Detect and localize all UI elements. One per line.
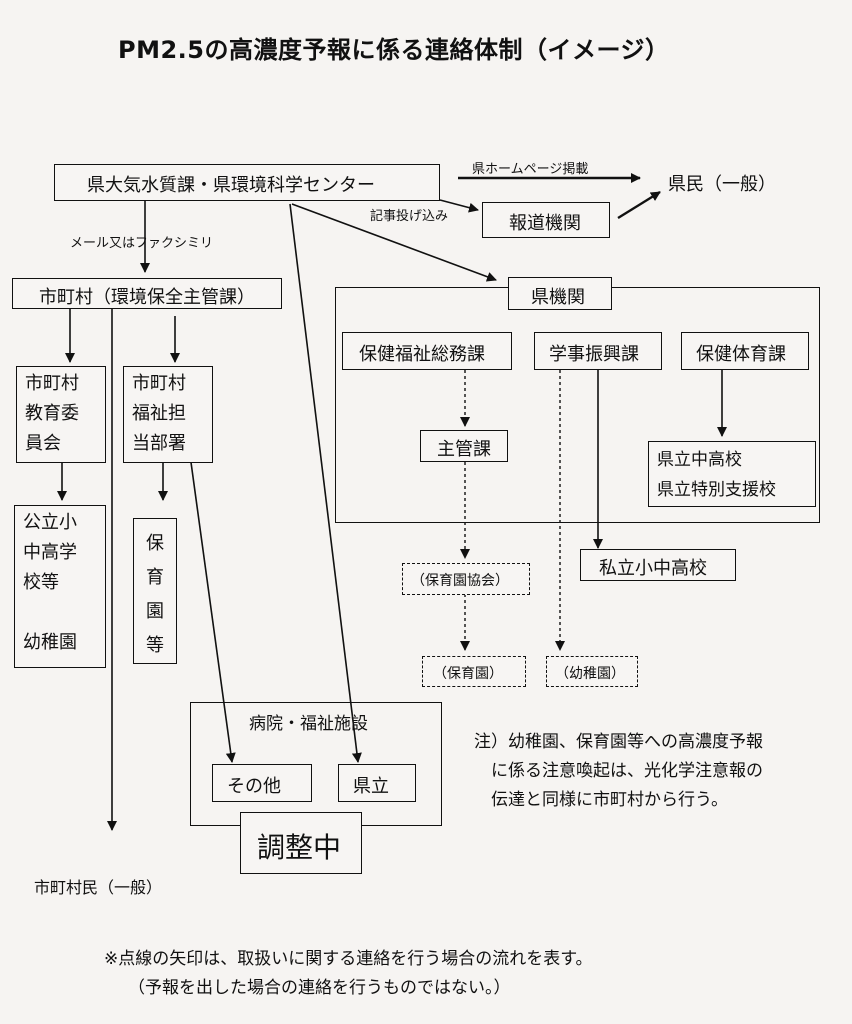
arrow-dept-prefectural: [289, 203, 362, 763]
prefectural-box: 県立: [338, 764, 416, 802]
citizens-general: 県民（一般）: [668, 174, 776, 195]
arrow-dept-agencies: [291, 203, 497, 282]
muni-welfare-box: 市町村 福祉担 当部署: [123, 366, 213, 463]
kindergarten-box: （幼稚園）: [546, 656, 638, 687]
nursery-label: （保育園）: [433, 666, 503, 682]
nursery-etc-box: 保 育 園 等: [133, 518, 177, 664]
health-welfare-box: 保健福祉総務課: [342, 332, 512, 370]
page-title: PM2.5の高濃度予報に係る連絡体制（イメージ）: [118, 36, 670, 64]
private-schools-label: 私立小中高校: [599, 558, 707, 579]
school-promotion-label: 学事振興課: [549, 344, 639, 365]
press-label: 報道機関: [509, 213, 581, 234]
competent-section-box: 主管課: [420, 430, 508, 462]
competent-section-label: 主管課: [437, 439, 491, 460]
edge-label-homepage: 県ホームページ掲載: [472, 162, 589, 177]
health-pe-label: 保健体育課: [696, 344, 786, 365]
adjusting-label: 調整中: [257, 831, 342, 864]
kindergarten-label: （幼稚園）: [555, 666, 625, 682]
edge-label-mail-fax: メール又はファクシミリ: [70, 236, 214, 251]
arrow-welfare-other: [189, 454, 236, 763]
arrow-dept-press: [439, 199, 479, 213]
pref-schools-label: 県立中高校 県立特別支援校: [657, 450, 776, 500]
prefectural-label: 県立: [353, 776, 389, 797]
prefecture-dept-label: 県大気水質課・県環境科学センター: [87, 175, 375, 196]
nursery-assoc-label: （保育園協会）: [411, 573, 509, 589]
muni-edu-board-box: 市町村 教育委 員会: [16, 366, 106, 463]
nursery-box: （保育園）: [422, 656, 526, 687]
press-box: 報道機関: [482, 202, 610, 238]
nursery-assoc-box: （保育園協会）: [402, 563, 530, 595]
pref-agencies-label: 県機関: [531, 287, 585, 308]
muni-welfare-label: 市町村 福祉担 当部署: [132, 373, 186, 454]
municipality-box: 市町村（環境保全主管課）: [12, 278, 282, 309]
footnote-2: （予報を出した場合の連絡を行うものではない。）: [128, 978, 511, 998]
health-welfare-label: 保健福祉総務課: [359, 344, 485, 365]
pref-schools-box: 県立中高校 県立特別支援校: [648, 441, 816, 507]
prefecture-dept-box: 県大気水質課・県環境科学センター: [54, 164, 440, 201]
private-schools-box: 私立小中高校: [580, 549, 736, 581]
health-pe-box: 保健体育課: [681, 332, 809, 370]
nursery-etc-label: 保 育 園 等: [146, 533, 164, 656]
municipality-label: 市町村（環境保全主管課）: [39, 287, 255, 308]
public-schools-box: 公立小 中高学 校等 幼稚園: [14, 505, 106, 668]
other-label: その他: [227, 776, 281, 797]
public-schools-label: 公立小 中高学 校等 幼稚園: [23, 512, 77, 653]
arrow-press-citizens: [617, 190, 661, 220]
muni-citizens-label: 市町村民（一般）: [34, 878, 163, 897]
school-promotion-box: 学事振興課: [534, 332, 662, 370]
adjusting-box: 調整中: [240, 812, 362, 874]
hospital-welfare-label: 病院・福祉施設: [249, 714, 368, 734]
edge-label-press-release: 記事投げ込み: [370, 209, 449, 224]
pref-agencies-box: 県機関: [508, 277, 612, 310]
note-text: 注）幼稚園、保育園等への高濃度予報 に係る注意喚起は、光化学注意報の 伝達と同様…: [474, 732, 763, 810]
other-box: その他: [212, 764, 312, 802]
footnote-1: ※点線の矢印は、取扱いに関する連絡を行う場合の流れを表す。: [104, 949, 593, 969]
muni-edu-board-label: 市町村 教育委 員会: [25, 373, 79, 454]
